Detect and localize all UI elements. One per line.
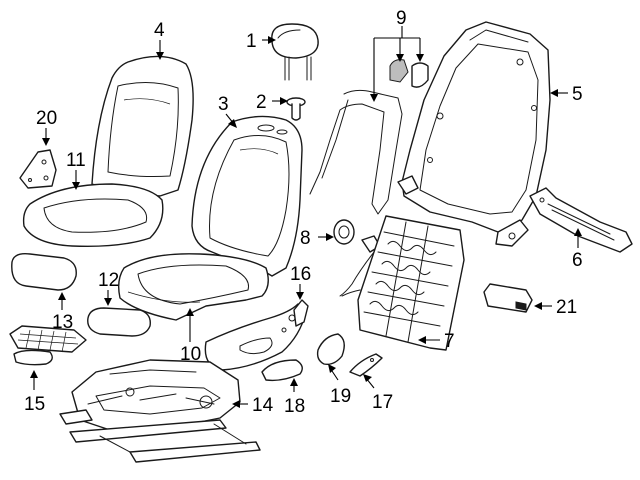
callout-labels: 1 2 3 4 5 6 7 8 9 10 11 12 13 14 15 16 1… bbox=[24, 8, 583, 417]
part-19-knob bbox=[316, 333, 345, 366]
seat-cushion-cover bbox=[117, 253, 269, 321]
part-7-spring-mat bbox=[341, 215, 465, 351]
part-2-guide-sleeve bbox=[286, 97, 306, 121]
callout-6: 6 bbox=[572, 250, 583, 271]
callout-10: 10 bbox=[180, 344, 201, 365]
callout-16: 16 bbox=[290, 264, 311, 285]
part-20-bracket bbox=[19, 149, 57, 189]
part-1-headrest bbox=[271, 23, 319, 81]
part-13-pad bbox=[11, 252, 77, 291]
callout-14: 14 bbox=[252, 395, 274, 416]
callout-1: 1 bbox=[246, 31, 257, 52]
part-9-clips bbox=[389, 59, 429, 88]
callout-4: 4 bbox=[154, 20, 165, 41]
part-5-backrest-frame bbox=[397, 21, 551, 247]
callout-17: 17 bbox=[372, 392, 393, 413]
part-17-bracket bbox=[349, 353, 383, 377]
part-12-pad bbox=[87, 307, 151, 337]
part-18-handle bbox=[261, 359, 303, 382]
backrest-wire-frame bbox=[309, 89, 403, 215]
callout-8: 8 bbox=[300, 228, 311, 249]
callout-11: 11 bbox=[66, 150, 86, 171]
part-3-backrest-cover bbox=[191, 115, 303, 277]
callout-2: 2 bbox=[256, 92, 267, 113]
part-11-cushion bbox=[22, 183, 164, 247]
part-21-module bbox=[483, 283, 533, 313]
callout-3: 3 bbox=[218, 94, 229, 115]
callout-13: 13 bbox=[52, 312, 73, 333]
callout-12: 12 bbox=[98, 270, 119, 291]
callout-19: 19 bbox=[330, 386, 351, 407]
part-4-backrest bbox=[91, 55, 194, 197]
part-16-adjuster-trim bbox=[293, 299, 309, 327]
callout-20: 20 bbox=[36, 108, 57, 129]
callout-15: 15 bbox=[24, 394, 45, 415]
callout-5: 5 bbox=[572, 84, 583, 105]
leader-lines bbox=[30, 26, 582, 408]
callout-9: 9 bbox=[396, 8, 407, 29]
callout-7: 7 bbox=[444, 331, 455, 352]
callout-18: 18 bbox=[284, 396, 305, 417]
part-6-rail bbox=[529, 187, 633, 253]
part-14-seat-frame bbox=[59, 359, 261, 463]
part-15-mat bbox=[9, 325, 87, 366]
callout-21: 21 bbox=[556, 297, 577, 318]
